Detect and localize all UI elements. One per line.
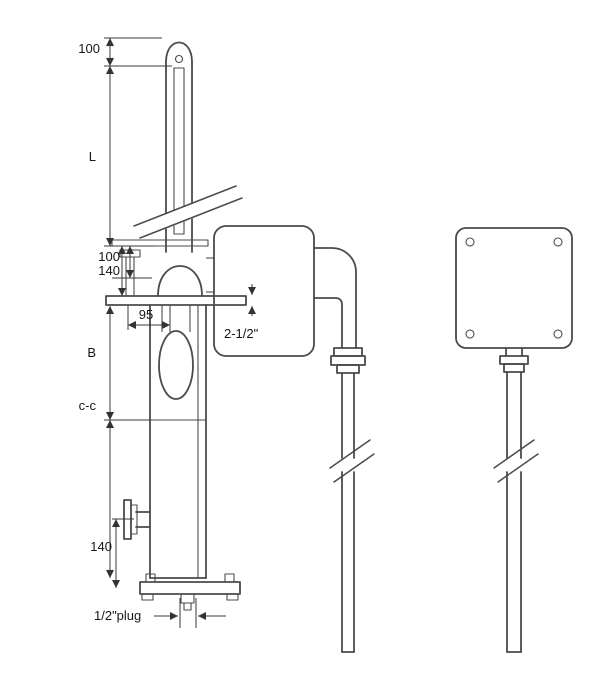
dim-label-connection: 2-1/2" <box>224 326 259 341</box>
dim-label-plug: 1/2"plug <box>94 608 141 623</box>
mounting-bracket <box>111 239 209 296</box>
dim-label-mid-140: 140 <box>98 263 120 278</box>
screw-top-right <box>553 237 563 247</box>
dim-top-100: 100 <box>78 37 172 67</box>
dim-label-L: L <box>89 149 96 164</box>
transmitter-housing <box>206 225 315 357</box>
tube-break-symbol <box>329 439 371 469</box>
dim-B-cc: B c-c <box>79 306 150 578</box>
dim-label-top-100: 100 <box>78 41 100 56</box>
column-break-symbol <box>133 185 243 239</box>
dim-95: 95 <box>127 306 171 332</box>
dim-label-95: 95 <box>139 307 153 322</box>
dim-label-bottom-140: 140 <box>90 539 112 554</box>
float <box>158 330 194 400</box>
right-fitting <box>499 355 529 365</box>
main-flange <box>105 295 247 306</box>
dim-bottom-140: 140 <box>90 518 134 588</box>
union-nut <box>330 355 366 366</box>
chamber-top <box>105 265 247 306</box>
junction-box <box>455 227 573 349</box>
gauge-scale-strip <box>173 67 185 235</box>
dim-L: L <box>89 66 154 247</box>
dim-connection-size: 2-1/2" <box>224 284 259 341</box>
vent-circle <box>174 54 184 64</box>
screw-bottom-left <box>465 329 475 339</box>
dim-label-mid-100: 100 <box>98 249 120 264</box>
screw-top-left <box>465 237 475 247</box>
bolt-right <box>224 573 235 583</box>
conduit-elbow <box>313 247 366 374</box>
screw-bottom-right <box>553 329 563 339</box>
tube-break-symbol <box>493 439 535 469</box>
dim-label-cc: c-c <box>79 398 97 413</box>
dim-label-B: B <box>87 345 96 360</box>
base-flange <box>139 573 241 611</box>
dim-mid-100-140: 100 140 <box>98 246 152 296</box>
float-chamber <box>149 304 207 579</box>
bolt-left <box>145 573 156 583</box>
center-conduit-tube <box>329 372 375 653</box>
dim-plug: 1/2"plug <box>94 598 226 628</box>
drain-plug <box>180 593 195 604</box>
right-probe-tube <box>493 347 539 653</box>
